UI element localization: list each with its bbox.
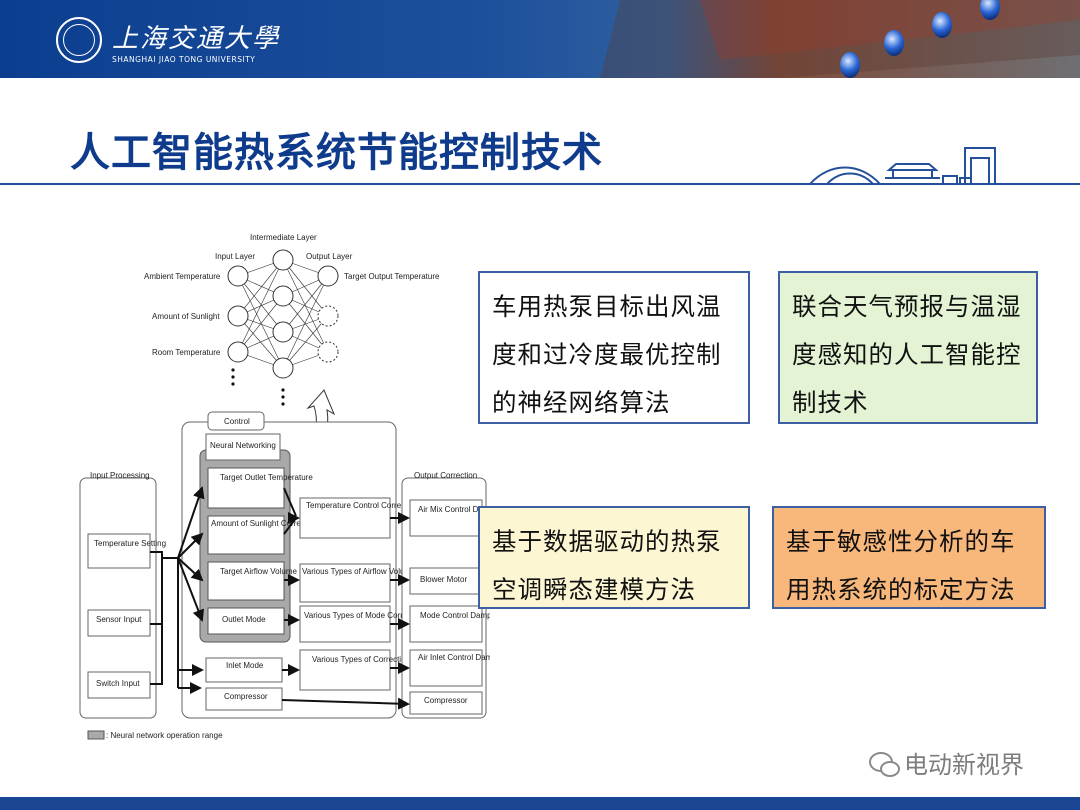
nn-input-sunlight: Amount of Sunlight <box>152 312 220 321</box>
lower-item-box <box>205 657 283 683</box>
output-item: Blower Motor <box>420 575 467 584</box>
university-name-en: SHANGHAI JIAO TONG UNIVERSITY <box>112 55 256 64</box>
neural-networking-box <box>205 433 281 461</box>
nn-node <box>272 321 294 343</box>
correction-item: Various Types of Mode Corrections <box>304 611 428 620</box>
nn-input-label: Input Layer <box>215 252 255 261</box>
output-item: Air Inlet Control Damper <box>418 653 490 662</box>
correction-item: Various Types of Corrections <box>312 655 414 664</box>
bottom-bar <box>0 797 1080 810</box>
nn-item-box <box>207 515 285 555</box>
nn-node <box>227 341 249 363</box>
correction-box <box>299 563 391 603</box>
output-item-box <box>409 691 483 715</box>
output-item: Air Mix Control Damper <box>418 505 490 514</box>
control-title-box <box>207 411 265 431</box>
control-system-diagram: Intermediate Layer Input Layer Output La… <box>79 233 490 740</box>
method-box-2: 联合天气预报与温湿度感知的人工智能控制技术 <box>778 271 1038 424</box>
title-divider <box>0 183 1080 185</box>
output-item-box <box>409 649 483 687</box>
correction-box <box>299 497 391 539</box>
nn-connections <box>237 259 329 369</box>
roof-decoration <box>600 0 1080 78</box>
output-item-box <box>409 567 483 595</box>
nn-node <box>272 357 294 379</box>
nn-item: Amount of Sunlight Correction <box>211 519 318 528</box>
nn-node <box>317 305 339 327</box>
roof-ornament <box>840 52 860 78</box>
input-processing-title: Input Processing <box>90 471 150 480</box>
nn-node <box>272 285 294 307</box>
output-item-box <box>409 499 483 537</box>
roof-ornament <box>884 30 904 56</box>
header-banner: 上海交通大學 SHANGHAI JIAO TONG UNIVERSITY <box>0 0 1080 78</box>
nn-input-room: Room Temperature <box>152 348 221 357</box>
method-box-3: 基于数据驱动的热泵空调瞬态建模方法 <box>478 506 750 609</box>
correction-box <box>299 605 391 643</box>
lower-item: Inlet Mode <box>226 661 264 670</box>
nn-input-ambient: Ambient Temperature <box>144 272 221 281</box>
nn-node <box>227 265 249 287</box>
output-item-box <box>409 605 483 643</box>
roof-ornament <box>980 0 1000 20</box>
legend-text: : Neural network operation range <box>106 731 223 740</box>
university-logo <box>56 17 102 63</box>
output-item: Mode Control Damper <box>420 611 490 620</box>
nn-node <box>272 249 294 271</box>
diagram-connectors <box>150 486 410 710</box>
nn-node <box>317 265 339 287</box>
input-item: Sensor Input <box>96 615 142 624</box>
output-correction-title: Output Correction <box>414 471 477 480</box>
campus-gate-outline <box>809 147 1005 185</box>
nn-item: Target Outlet Temperature <box>220 473 313 482</box>
wechat-icon <box>869 752 900 777</box>
method-box-4: 基于敏感性分析的车用热系统的标定方法 <box>772 506 1046 609</box>
lower-item-box <box>205 687 283 711</box>
method-box-1: 车用热泵目标出风温度和过冷度最优控制的神经网络算法 <box>478 271 750 424</box>
lower-item: Compressor <box>224 692 268 701</box>
nn-item-box <box>207 467 285 509</box>
correction-item: Various Types of Airflow Volume Correcti… <box>302 567 459 576</box>
nn-intermediate-label: Intermediate Layer <box>250 233 317 242</box>
neural-networking-label: Neural Networking <box>210 441 276 450</box>
nn-item: Target Airflow Volume <box>220 567 297 576</box>
watermark-text: 电动新视界 <box>904 751 1024 779</box>
nn-item: Outlet Mode <box>222 615 266 624</box>
nn-output-label: Output Layer <box>306 252 353 261</box>
roof-ornament <box>932 12 952 38</box>
nn-item-box <box>207 561 285 601</box>
input-item: Switch Input <box>96 679 140 688</box>
input-item-box <box>87 671 151 699</box>
correction-box <box>299 649 391 691</box>
control-title: Control <box>224 417 250 426</box>
nn-node <box>227 305 249 327</box>
nn-output-target: Target Output Temperature <box>344 272 440 281</box>
input-item-box <box>87 609 151 637</box>
correction-item: Temperature Control Correction <box>306 501 418 510</box>
input-item: Temperature Setting <box>94 539 166 548</box>
nn-node <box>317 341 339 363</box>
university-name-cn: 上海交通大學 <box>112 24 281 54</box>
output-item: Compressor <box>424 696 468 705</box>
legend-swatch <box>87 730 105 740</box>
slide-title: 人工智能热系统节能控制技术 <box>70 130 603 176</box>
